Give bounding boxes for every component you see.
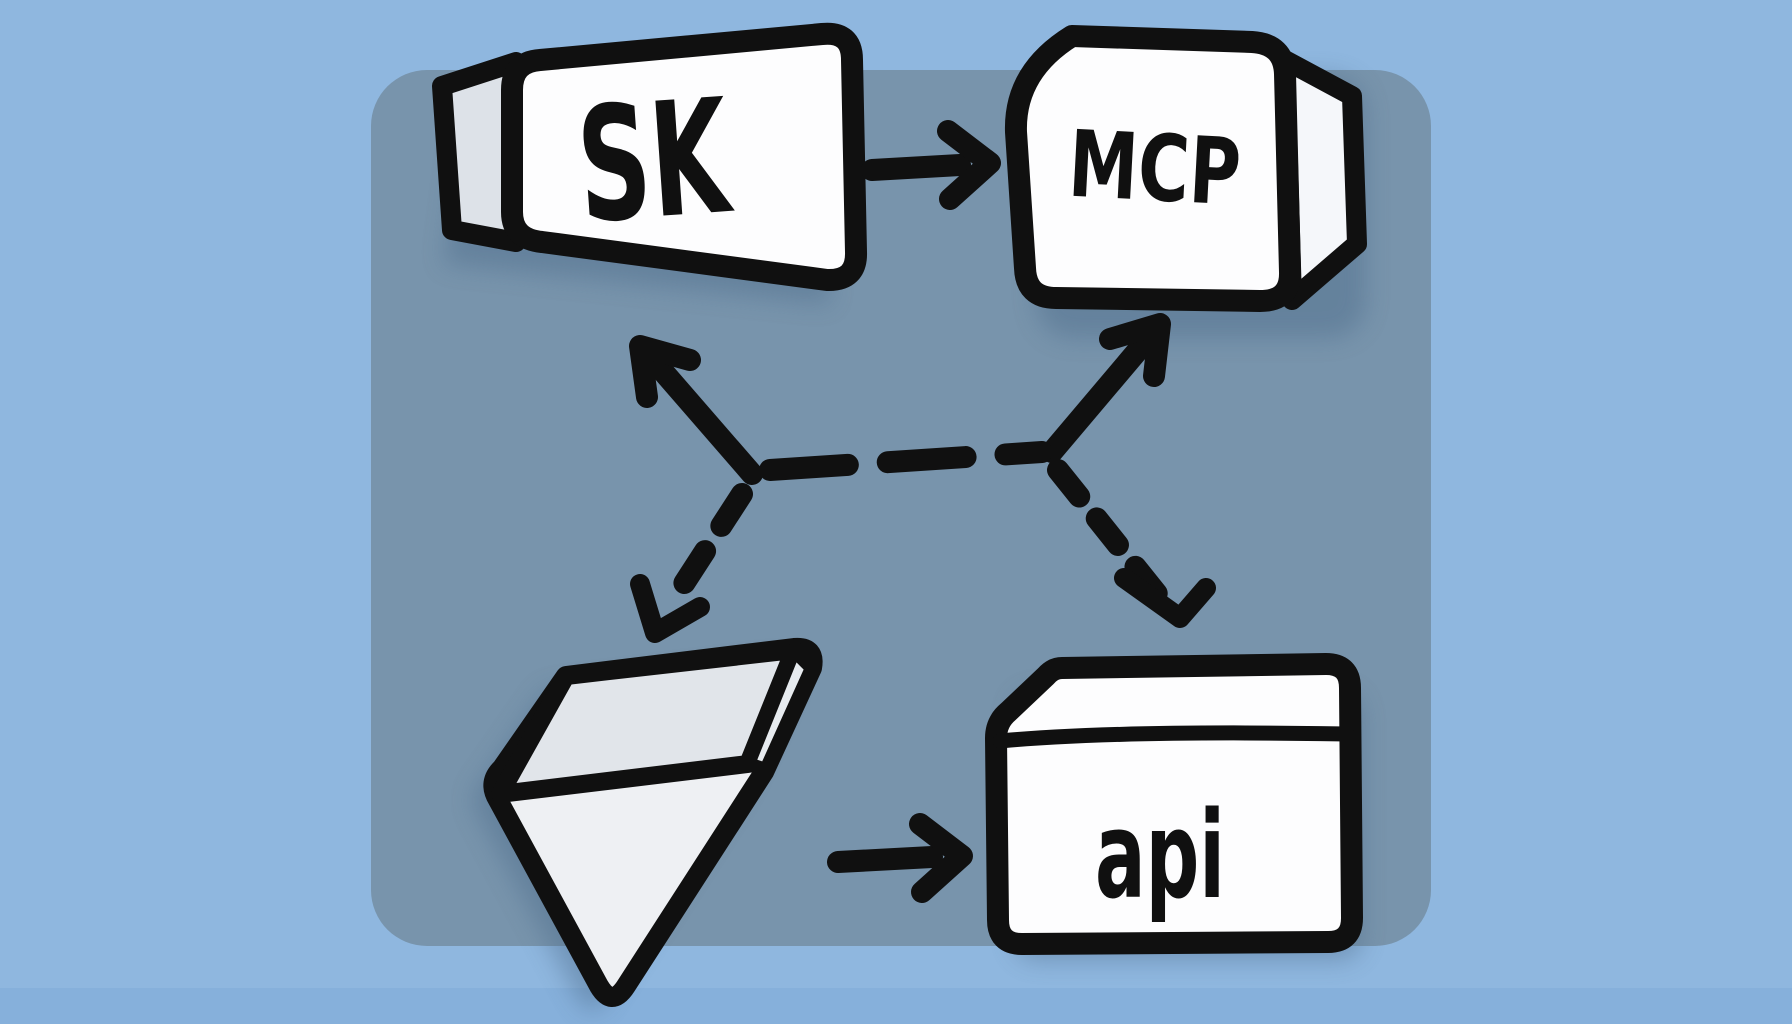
sk-front-face <box>501 22 867 291</box>
edges <box>629 120 1216 903</box>
mcp-label: MCP <box>1066 111 1243 227</box>
arrow-wedge-to-api <box>827 813 973 903</box>
dashed-arrow-hub-to-wedge <box>630 483 753 643</box>
background-bottom-strip <box>0 988 1792 1024</box>
dashed-arrow-hub-to-api <box>1047 459 1216 628</box>
arrow-hub-to-mcp <box>1041 313 1171 463</box>
arrow-hub-to-sk <box>629 335 763 485</box>
node-wedge <box>483 637 823 1007</box>
node-api: api <box>985 653 1363 955</box>
wedge-right-face <box>741 643 819 777</box>
node-mcp: MCP <box>1004 25 1367 312</box>
node-sk: SK <box>432 22 867 291</box>
arrow-sk-to-mcp <box>861 120 1001 210</box>
api-label: api <box>1095 787 1225 926</box>
mcp-front-face <box>1004 25 1301 312</box>
sk-label: SK <box>572 65 738 259</box>
api-box-lid-line <box>992 725 1355 749</box>
dashed-hub-line <box>759 441 1053 481</box>
